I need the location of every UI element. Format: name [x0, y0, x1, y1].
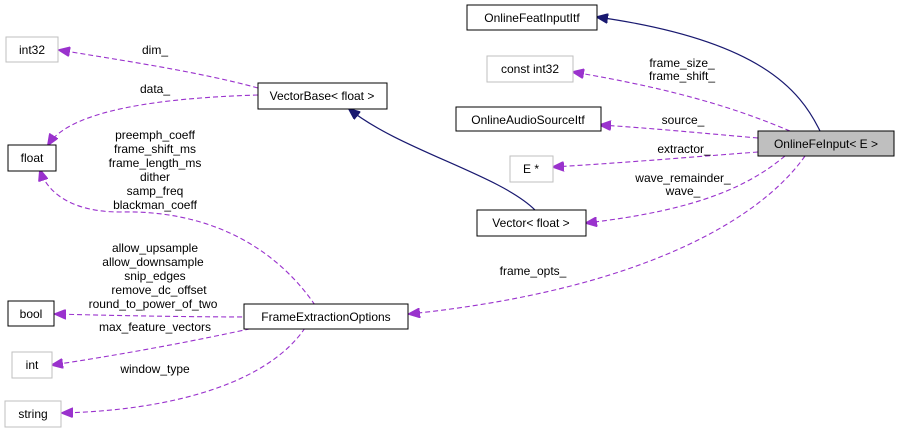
node-int32[interactable]: int32 — [5, 36, 59, 63]
node-frame-extraction-options[interactable]: FrameExtractionOptions — [243, 303, 409, 330]
edge-use-float-members — [40, 170, 316, 306]
edge-inherit-onlinefeinput-itf — [597, 17, 821, 132]
label-allow-downsample: allow_downsample — [102, 255, 204, 269]
label-frame-opts: frame_opts_ — [500, 264, 567, 278]
node-float[interactable]: float — [7, 144, 57, 172]
svg-text:int: int — [26, 358, 39, 372]
label-round-to-power-of-two: round_to_power_of_two — [89, 297, 218, 311]
node-int[interactable]: int — [11, 351, 53, 379]
svg-text:E *: E * — [523, 162, 539, 176]
edge-use-data — [48, 94, 259, 145]
label-extractor: extractor_ — [657, 142, 711, 156]
node-const-int32[interactable]: const int32 — [486, 55, 574, 83]
svg-text:VectorBase< float >: VectorBase< float > — [270, 89, 375, 103]
node-vectorbase-float[interactable]: VectorBase< float > — [257, 82, 388, 110]
label-preemph-coeff: preemph_coeff — [115, 128, 196, 142]
svg-text:int32: int32 — [19, 43, 45, 57]
node-online-feat-input-itf[interactable]: OnlineFeatInputItf — [466, 4, 598, 31]
edge-use-extractor — [553, 151, 759, 167]
node-string[interactable]: string — [4, 400, 62, 428]
edge-use-source — [600, 125, 759, 139]
label-blackman-coeff: blackman_coeff — [113, 198, 197, 212]
node-e-ptr[interactable]: E * — [509, 155, 554, 183]
label-remove-dc-offset: remove_dc_offset — [111, 283, 207, 297]
edge-use-bool-members — [55, 314, 259, 317]
label-frame-shift: frame_shift_ — [649, 69, 715, 83]
label-dither: dither — [140, 170, 170, 184]
label-wave-remainder: wave_remainder_ — [634, 171, 731, 185]
edge-use-frame-size — [573, 72, 791, 132]
svg-text:OnlineAudioSourceItf: OnlineAudioSourceItf — [471, 113, 585, 127]
svg-text:OnlineFeatInputItf: OnlineFeatInputItf — [484, 11, 580, 25]
svg-text:Vector< float >: Vector< float > — [492, 216, 569, 230]
edge-inherit-vector-vectorbase — [349, 109, 536, 211]
label-allow-upsample: allow_upsample — [112, 241, 198, 255]
svg-text:const int32: const int32 — [501, 62, 559, 76]
edge-use-frame-opts — [409, 155, 806, 314]
edge-use-string-member — [62, 327, 306, 413]
svg-text:FrameExtractionOptions: FrameExtractionOptions — [261, 310, 390, 324]
label-dim: dim_ — [142, 43, 168, 57]
svg-text:OnlineFeInput< E >: OnlineFeInput< E > — [774, 137, 878, 151]
edge-use-wave — [586, 155, 786, 223]
svg-text:float: float — [21, 151, 44, 165]
label-window-type: window_type — [119, 362, 190, 376]
label-source: source_ — [662, 113, 705, 127]
label-max-feature-vectors: max_feature_vectors — [99, 320, 211, 334]
label-frame-length-ms: frame_length_ms — [109, 156, 202, 170]
label-snip-edges: snip_edges — [124, 269, 185, 283]
label-data: data_ — [140, 82, 170, 96]
label-frame-shift-ms: frame_shift_ms — [114, 142, 196, 156]
svg-text:bool: bool — [20, 307, 43, 321]
node-bool[interactable]: bool — [7, 300, 55, 327]
label-frame-size: frame_size_ — [649, 56, 715, 70]
node-vector-float[interactable]: Vector< float > — [476, 209, 587, 237]
svg-text:string: string — [18, 407, 47, 421]
label-samp-freq: samp_freq — [127, 184, 184, 198]
label-wave: wave_ — [665, 184, 701, 198]
edge-use-dim — [59, 50, 259, 89]
node-online-audio-source-itf[interactable]: OnlineAudioSourceItf — [455, 106, 602, 132]
node-online-feinput[interactable]: OnlineFeInput< E > — [757, 130, 895, 157]
